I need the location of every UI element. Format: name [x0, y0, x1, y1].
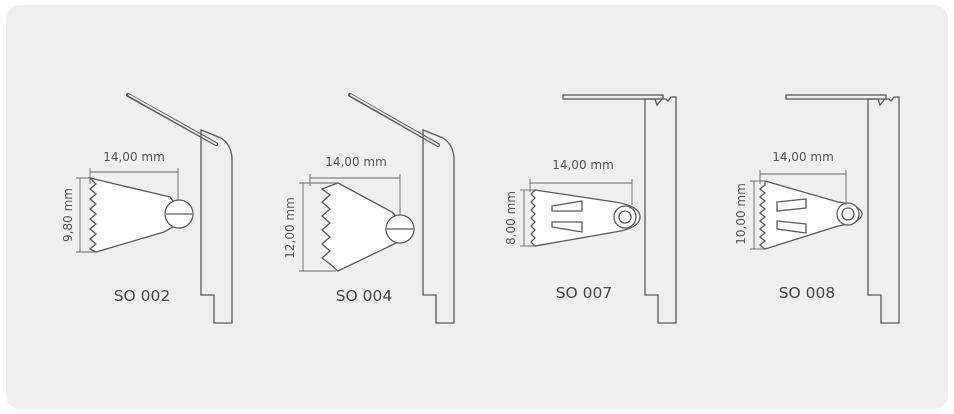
width-label: 14,00 mm: [772, 150, 834, 164]
slot: [776, 220, 807, 234]
slot: [551, 221, 583, 233]
diagram-panel: 14,00 mm 9,80 mm SO 002 14,00 mm 12,00 m…: [6, 5, 948, 409]
pivot: [613, 205, 637, 229]
model-label: SO 007: [556, 284, 613, 302]
blade-so-002: 14,00 mm 9,80 mm SO 002: [61, 93, 233, 324]
model-label: SO 004: [336, 287, 393, 305]
handle: [867, 96, 900, 324]
shaft: [785, 94, 887, 100]
width-label: 14,00 mm: [103, 150, 165, 164]
slot: [551, 200, 583, 212]
slot: [776, 198, 807, 212]
width-label: 14,00 mm: [325, 155, 387, 169]
pivot: [836, 202, 860, 226]
handle: [200, 129, 233, 324]
blades-diagram: 14,00 mm 9,80 mm SO 002 14,00 mm 12,00 m…: [61, 93, 900, 324]
width-label: 14,00 mm: [552, 158, 614, 172]
shaft: [562, 94, 664, 100]
blade-so-004: 14,00 mm 12,00 mm SO 004: [283, 93, 455, 324]
blade-so-008: 14,00 mm 10,00 mm SO 008: [734, 94, 900, 324]
height-label: 8,00 mm: [504, 191, 518, 245]
height-label: 12,00 mm: [283, 197, 297, 259]
saw-blade: [530, 189, 641, 247]
height-label: 9,80 mm: [61, 188, 75, 242]
handle: [644, 96, 677, 324]
model-label: SO 008: [779, 284, 836, 302]
height-label: 10,00 mm: [734, 183, 748, 245]
handle: [422, 129, 455, 324]
blade-so-007: 14,00 mm 8,00 mm SO 007: [504, 94, 677, 324]
model-label: SO 002: [114, 287, 171, 305]
